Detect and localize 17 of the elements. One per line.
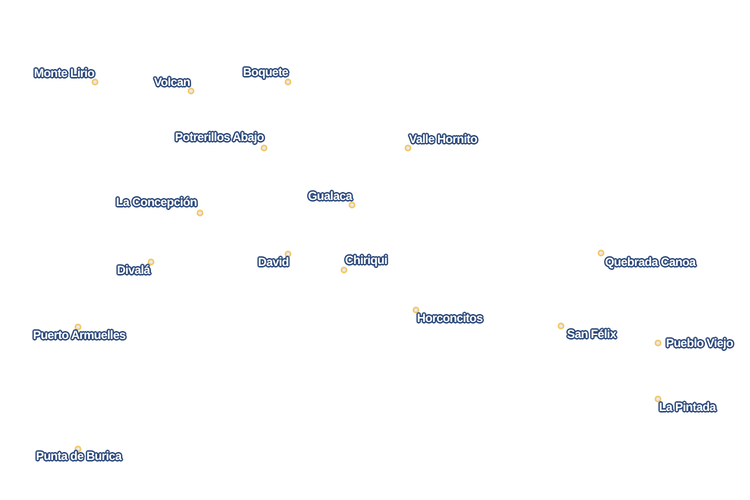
place-label: Monte Lirio bbox=[34, 66, 94, 80]
place-label: Boquete bbox=[243, 65, 288, 79]
place-label: Valle Hornito bbox=[409, 132, 478, 146]
place-label: Chiriqui bbox=[345, 253, 388, 267]
place-label: La Pintada bbox=[659, 400, 716, 414]
place-label: Gualaca bbox=[308, 189, 352, 203]
place-label: Pueblo Viejo bbox=[666, 336, 733, 350]
place-label: Divalá bbox=[117, 263, 150, 277]
place-label: Horconcitos bbox=[417, 311, 483, 325]
place-label: San Félix bbox=[567, 327, 616, 341]
place-label: Quebrada Canoa bbox=[605, 255, 696, 269]
place-label: David bbox=[258, 255, 289, 269]
place-label: Volcan bbox=[154, 75, 190, 89]
place-label: La Concepción bbox=[116, 195, 197, 209]
place-label: Puerto Armuelles bbox=[33, 328, 126, 342]
place-label: Potrerillos Abajo bbox=[175, 130, 264, 144]
place-label: Punta de Burica bbox=[36, 449, 122, 463]
